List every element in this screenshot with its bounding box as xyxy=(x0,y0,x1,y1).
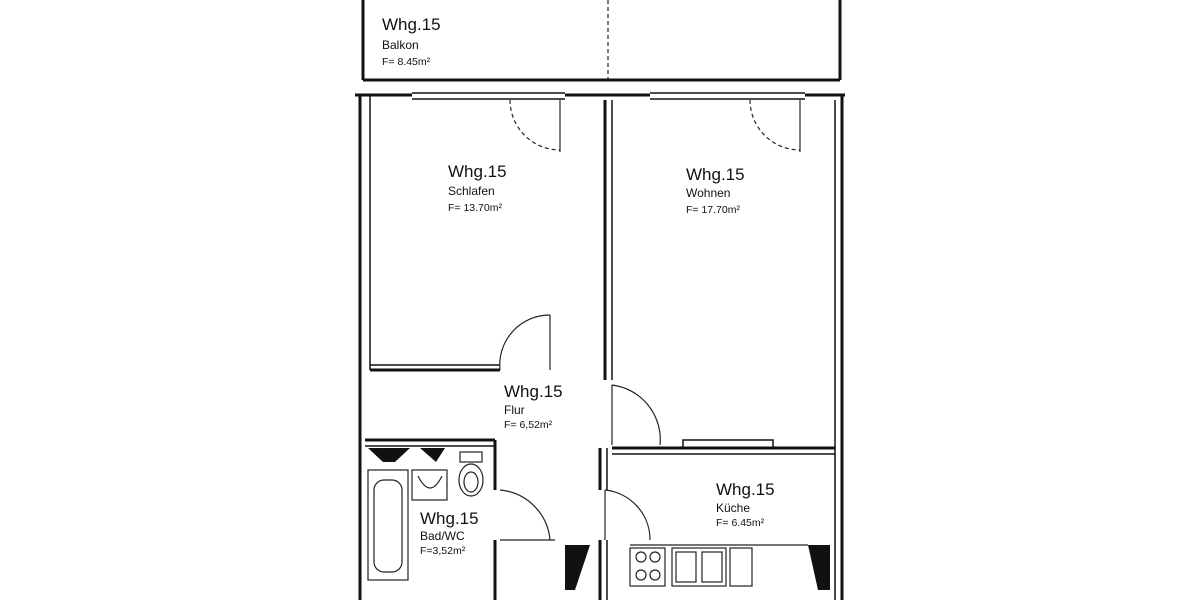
svg-text:Küche: Küche xyxy=(716,501,750,515)
svg-text:Schlafen: Schlafen xyxy=(448,184,495,198)
toilet-icon xyxy=(458,451,484,497)
doors xyxy=(499,99,801,541)
room-label-schlafen: Whg.15 Schlafen F= 13.70m² xyxy=(448,162,507,214)
svg-text:F= 13.70m²: F= 13.70m² xyxy=(448,202,502,214)
room-label-wohnen: Whg.15 Wohnen F= 17.70m² xyxy=(686,165,745,216)
svg-text:Whg.15: Whg.15 xyxy=(448,162,507,181)
svg-text:Whg.15: Whg.15 xyxy=(382,15,441,34)
bathtub-icon xyxy=(367,448,410,581)
svg-text:Whg.15: Whg.15 xyxy=(716,480,775,499)
kitchen-counter-icon xyxy=(630,544,808,587)
room-label-kueche: Whg.15 Küche F= 6.45m² xyxy=(716,480,775,529)
svg-text:Flur: Flur xyxy=(504,403,525,417)
balcony-outline xyxy=(361,0,842,82)
interior-walls xyxy=(365,100,835,600)
svg-text:F= 17.70m²: F= 17.70m² xyxy=(686,204,740,216)
room-label-bad: Whg.15 Bad/WC F=3,52m² xyxy=(420,509,479,557)
room-label-balkon: Whg.15 Balkon F= 8.45m² xyxy=(382,15,441,68)
outer-walls xyxy=(355,92,845,600)
sink-icon xyxy=(411,448,448,501)
svg-text:F= 6,52m²: F= 6,52m² xyxy=(504,419,553,431)
svg-text:Balkon: Balkon xyxy=(382,38,419,52)
room-label-flur: Whg.15 Flur F= 6,52m² xyxy=(504,382,563,431)
svg-text:Wohnen: Wohnen xyxy=(686,186,730,200)
svg-text:Whg.15: Whg.15 xyxy=(504,382,563,401)
svg-text:Whg.15: Whg.15 xyxy=(686,165,745,184)
svg-text:F=3,52m²: F=3,52m² xyxy=(420,545,466,557)
svg-text:F= 8.45m²: F= 8.45m² xyxy=(382,56,431,68)
svg-text:Bad/WC: Bad/WC xyxy=(420,529,465,543)
svg-text:F= 6.45m²: F= 6.45m² xyxy=(716,517,765,529)
stove-icon xyxy=(629,547,666,587)
svg-text:Whg.15: Whg.15 xyxy=(420,509,479,528)
